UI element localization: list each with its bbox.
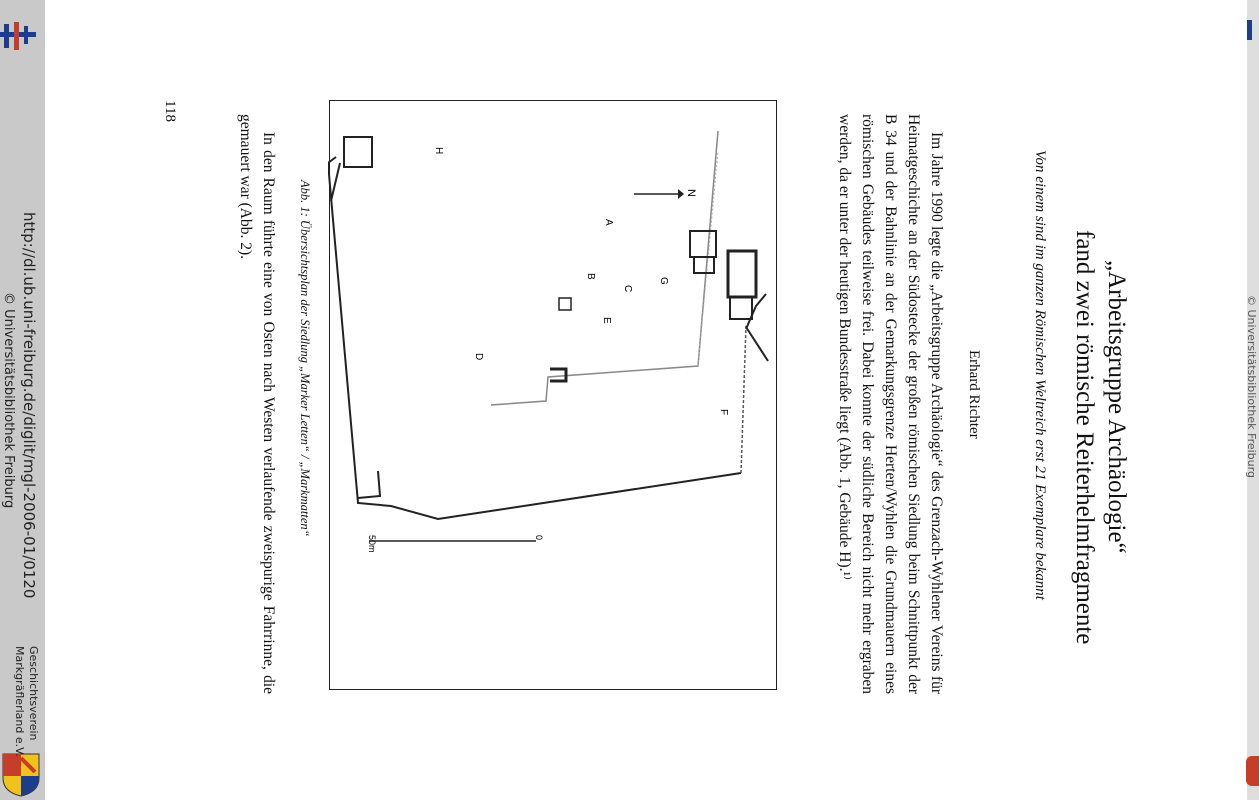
label-f: F bbox=[718, 409, 729, 415]
body-paragraph-2: In den Raum führte eine von Osten nach W… bbox=[237, 114, 277, 694]
building-a-annex bbox=[693, 256, 715, 274]
article-author: Erhard Richter bbox=[966, 350, 982, 439]
article-subtitle: Von einem sind im ganzen Römischen Weltr… bbox=[1032, 150, 1048, 600]
edge-copyright: © Universitätsbibliothek Freiburg bbox=[1245, 295, 1258, 478]
building-h bbox=[343, 136, 373, 168]
scanned-page: „Arbeitsgruppe Archäologie“ fand zwei rö… bbox=[162, 100, 1130, 720]
site-plan-drawing: 0 50m N A B C D E F G H bbox=[328, 130, 769, 553]
right-edge-arms-icon bbox=[1246, 756, 1259, 786]
page-number: 118 bbox=[162, 100, 178, 122]
scale-start-label: 0 bbox=[534, 535, 544, 540]
figure-caption: Abb. 1: Übersichtsplan der Siedlung „Mar… bbox=[298, 180, 312, 537]
coat-of-arms-icon bbox=[2, 753, 40, 797]
building-d bbox=[550, 367, 568, 383]
society-name-line2: Markgräflerland e.V. bbox=[13, 646, 26, 757]
corner-building bbox=[357, 470, 382, 499]
building-a bbox=[689, 230, 717, 258]
label-b: B bbox=[585, 273, 596, 280]
label-c: C bbox=[622, 285, 633, 292]
room-outline bbox=[490, 130, 719, 406]
ub-freiburg-logo-icon[interactable] bbox=[0, 22, 40, 50]
enclosure-wall-east bbox=[740, 325, 747, 474]
article-title-line1: „Arbeitsgruppe Archäologie“ bbox=[1103, 260, 1130, 554]
north-arrow-head-icon bbox=[678, 189, 684, 199]
enclosure-wall bbox=[328, 156, 742, 521]
article-title-line2: fand zwei römische Reiterhelmfragmente bbox=[1071, 230, 1098, 645]
enclosure-wall-south bbox=[330, 162, 341, 202]
viewer-sidebar bbox=[0, 0, 45, 800]
label-a: A bbox=[603, 219, 614, 226]
building-e bbox=[558, 297, 572, 311]
society-name-line1: Geschichtsverein bbox=[27, 646, 40, 741]
label-h: H bbox=[433, 147, 444, 154]
scale-end-label: 50m bbox=[367, 535, 377, 553]
copyright-notice: © Universitätsbibliothek Freiburg bbox=[1, 292, 16, 509]
inner-wall-lower bbox=[745, 326, 769, 362]
building-g-annex bbox=[729, 296, 753, 320]
document-url[interactable]: http://dl.ub.uni-freiburg.de/diglit/mgl-… bbox=[20, 212, 38, 599]
building-f-wall bbox=[745, 293, 767, 330]
right-edge-logo-icon bbox=[1247, 20, 1252, 40]
label-g: G bbox=[658, 277, 669, 285]
north-label: N bbox=[685, 189, 697, 197]
site-plan-figure: 0 50m N A B C D E F G H bbox=[328, 100, 777, 690]
body-paragraph: Im Jahre 1990 legte die „Arbeitsgruppe A… bbox=[836, 114, 945, 694]
label-e: E bbox=[601, 317, 612, 324]
right-edge-strip bbox=[1247, 0, 1259, 800]
building-g bbox=[726, 249, 758, 299]
label-d: D bbox=[473, 353, 484, 360]
